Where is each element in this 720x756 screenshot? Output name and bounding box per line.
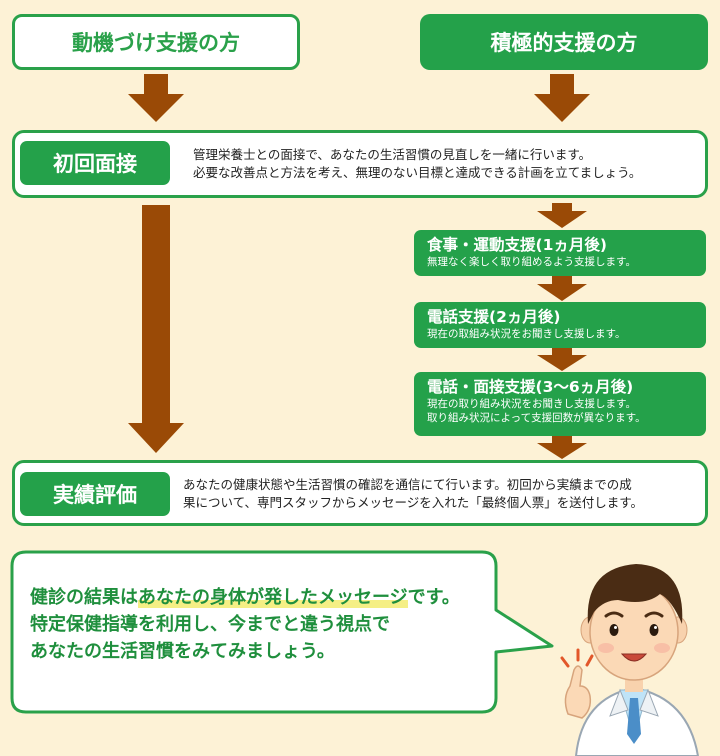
long-down-arrow-icon xyxy=(128,205,184,453)
message-text: 健診の結果はあなたの身体が発したメッセージです。 特定保健指導を利用し、今までと… xyxy=(30,584,530,665)
evaluation-line-2: 果について、専門スタッフからメッセージを入れた「最終個人票」を送付します。 xyxy=(183,495,644,510)
initial-interview-line-1: 管理栄養士との面接で、あなたの生活習慣の見直しを一緒に行います。 xyxy=(193,147,592,162)
initial-interview-label: 初回面接 xyxy=(20,141,170,185)
motivation-support-header: 動機づけ支援の方 xyxy=(12,14,300,70)
evaluation-line-1: あなたの健康状態や生活習慣の確認を通信にて行います。初回から実績までの成 xyxy=(183,477,632,492)
down-arrow-icon xyxy=(537,203,587,229)
step-description: 現在の取り組み状況をお聞きし支援します。 xyxy=(427,398,636,410)
down-arrow-icon xyxy=(534,74,590,124)
step-description: 無理なく楽しく取り組めるよう支援します。 xyxy=(427,256,636,268)
message-highlight: あなたの身体が発したメッセージ xyxy=(138,587,408,608)
step-description: 現在の取組み状況をお聞きし支援します。 xyxy=(427,328,626,340)
down-arrow-icon xyxy=(537,348,587,372)
step-phone-interview-support: 電話・面接支援(3〜6ヵ月後) 現在の取り組み状況をお聞きし支援します。 取り組… xyxy=(414,372,706,436)
doctor-illustration-icon xyxy=(560,564,700,756)
step-diet-exercise-support: 食事・運動支援(1ヵ月後) 無理なく楽しく取り組めるよう支援します。 xyxy=(414,230,706,276)
evaluation-text: あなたの健康状態や生活習慣の確認を通信にて行います。初回から実績までの成 果につ… xyxy=(183,476,703,512)
message-line-1-pre: 健診の結果は xyxy=(30,587,138,608)
evaluation-label: 実績評価 xyxy=(20,472,170,516)
message-line-1: 健診の結果はあなたの身体が発したメッセージです。 xyxy=(30,584,530,611)
step-description: 取り組み状況によって支援回数が異なります。 xyxy=(427,412,646,424)
active-support-header: 積極的支援の方 xyxy=(420,14,708,70)
down-arrow-icon xyxy=(537,276,587,302)
message-line-1-post: です。 xyxy=(407,587,460,608)
step-title: 電話支援(2ヵ月後) xyxy=(427,308,561,326)
down-arrow-icon xyxy=(537,436,587,460)
initial-interview-text: 管理栄養士との面接で、あなたの生活習慣の見直しを一緒に行います。 必要な改善点と… xyxy=(193,146,703,182)
message-line-3: あなたの生活習慣をみてみましょう。 xyxy=(30,641,335,662)
message-line-2: 特定保健指導を利用し、今までと違う視点で xyxy=(30,614,390,635)
step-phone-support: 電話支援(2ヵ月後) 現在の取組み状況をお聞きし支援します。 xyxy=(414,302,706,348)
step-title: 電話・面接支援(3〜6ヵ月後) xyxy=(427,378,634,396)
initial-interview-line-2: 必要な改善点と方法を考え、無理のない目標と達成できる計画を立てましょう。 xyxy=(193,165,642,180)
down-arrow-icon xyxy=(128,74,184,124)
step-title: 食事・運動支援(1ヵ月後) xyxy=(427,236,607,254)
